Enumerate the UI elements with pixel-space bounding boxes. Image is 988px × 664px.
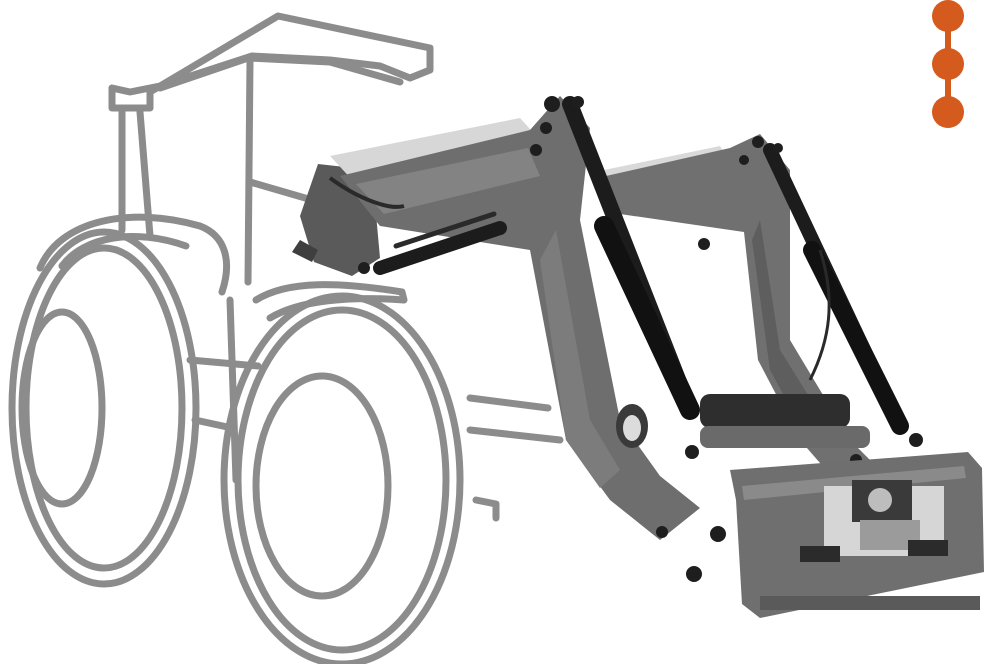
- menu-dot: [932, 0, 964, 32]
- menu-dot: [932, 48, 964, 80]
- vertical-dots-icon[interactable]: [928, 0, 988, 140]
- front-loader: [292, 96, 984, 618]
- tractor-outline: [8, 12, 564, 664]
- menu-dot: [932, 96, 964, 128]
- loader-arm-left: [340, 96, 700, 540]
